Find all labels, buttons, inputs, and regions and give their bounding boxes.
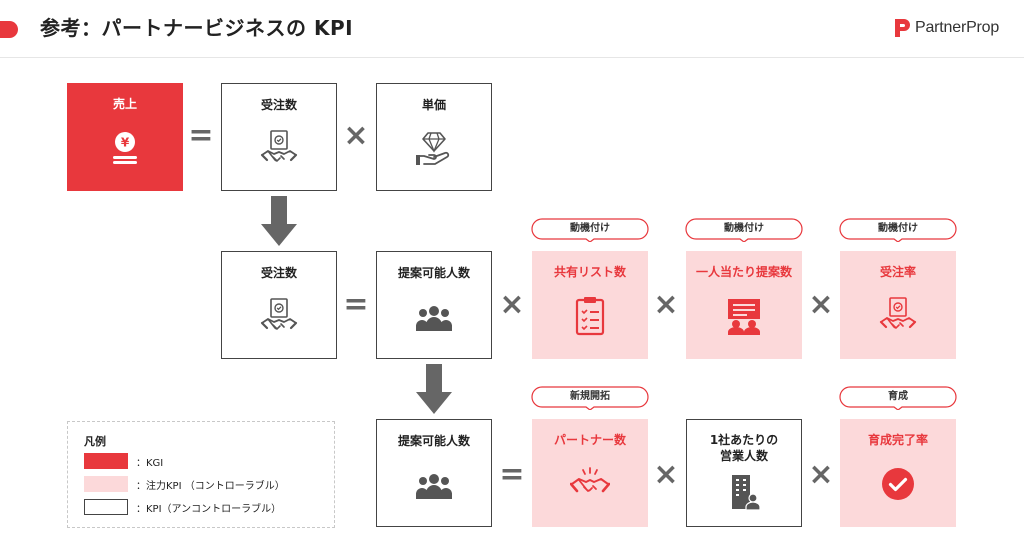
- training-completion-box: 育成完了率: [840, 419, 956, 527]
- order-rate-box: 受注率: [840, 251, 956, 359]
- diamond-hand-icon: [416, 132, 450, 165]
- presentation-icon: [728, 299, 760, 335]
- multiply-operator: ×: [808, 457, 834, 492]
- people-group-icon: [416, 474, 452, 499]
- tag-text: 動機付け: [724, 223, 764, 234]
- multiply-operator: ×: [808, 287, 834, 322]
- down-arrow-1: [261, 196, 297, 246]
- building-person-icon: [732, 475, 761, 511]
- revenue-box: 売上 ¥: [67, 83, 183, 191]
- orders-box: 受注数: [221, 83, 337, 191]
- legend-item-kpi: ：KPI（アンコントローラブル）: [84, 498, 281, 516]
- order-rate-label: 受注率: [879, 265, 916, 279]
- handshake-document-icon: [260, 130, 298, 162]
- partners-label: パートナー数: [553, 433, 626, 447]
- header-accent-tab: [0, 21, 18, 38]
- handshake-document-icon: [879, 297, 917, 329]
- legend-swatch-kpi: [84, 499, 128, 515]
- equals-operator: =: [499, 457, 525, 492]
- sales-per-company-box: 1社あたりの 営業人数: [686, 419, 802, 527]
- legend: 凡例 ：KGI ：注力KPI （コントローラブル） ：KPI（アンコントローラブ…: [67, 421, 335, 528]
- tag-bubble-motivation: 動機付け: [531, 218, 649, 242]
- proposable-box: 提案可能人数: [376, 251, 492, 359]
- multiply-operator: ×: [653, 287, 679, 322]
- sales-per-company-label: 1社あたりの 営業人数: [709, 433, 779, 463]
- orders-box-row2: 受注数: [221, 251, 337, 359]
- tag-text: 動機付け: [570, 223, 610, 234]
- yen-coins-icon: ¥: [113, 132, 137, 164]
- header-bar: 参考：パートナービジネスの KPI PartnerProp: [0, 0, 1024, 58]
- tag-bubble-new-partners: 新規開拓: [531, 386, 649, 410]
- tag-text: 新規開拓: [570, 391, 610, 402]
- legend-text: ：KGI: [136, 457, 164, 469]
- legend-swatch-kgi: [84, 453, 128, 469]
- proposable-box-row3: 提案可能人数: [376, 419, 492, 527]
- orders-label: 受注数: [260, 98, 297, 112]
- shared-list-box: 共有リスト数: [532, 251, 648, 359]
- revenue-label: 売上: [112, 97, 137, 111]
- legend-title: 凡例: [84, 435, 106, 448]
- legend-item-focus-kpi: ：注力KPI （コントローラブル）: [84, 475, 285, 493]
- checklist-clipboard-icon: [575, 297, 605, 336]
- partnerprop-logo: PartnerProp: [893, 16, 999, 40]
- legend-text: ：KPI（アンコントローラブル）: [136, 503, 282, 515]
- shared-list-label: 共有リスト数: [553, 265, 626, 279]
- training-completion-label: 育成完了率: [867, 433, 928, 447]
- tag-bubble-motivation: 動機付け: [839, 218, 957, 242]
- orders-label-row2: 受注数: [260, 266, 297, 280]
- per-person-proposals-label: 一人当たり提案数: [695, 265, 792, 279]
- multiply-operator: ×: [343, 118, 369, 153]
- page-title: 参考：パートナービジネスの KPI: [40, 16, 354, 40]
- down-arrow-2: [416, 364, 452, 414]
- partnerprop-logo-icon: [895, 19, 910, 37]
- people-group-icon: [416, 306, 452, 331]
- equals-operator: =: [343, 287, 369, 322]
- tag-bubble-motivation: 動機付け: [685, 218, 803, 242]
- legend-swatch-focus-kpi: [84, 476, 128, 492]
- unit-price-box: 単価: [376, 83, 492, 191]
- check-circle-icon: [882, 468, 914, 500]
- tag-text: 動機付け: [878, 223, 918, 234]
- equals-operator: =: [188, 118, 214, 153]
- proposable-label-row3: 提案可能人数: [397, 434, 470, 448]
- multiply-operator: ×: [653, 457, 679, 492]
- unit-price-label: 単価: [421, 98, 446, 112]
- legend-text: ：注力KPI （コントローラブル）: [136, 480, 285, 492]
- legend-item-kgi: ：KGI: [84, 452, 163, 470]
- multiply-operator: ×: [499, 287, 525, 322]
- handshake-document-icon: [260, 298, 298, 330]
- logo-text: PartnerProp: [915, 19, 1000, 36]
- partners-box: パートナー数: [532, 419, 648, 527]
- proposable-label: 提案可能人数: [397, 266, 470, 280]
- per-person-proposals-box: 一人当たり提案数: [686, 251, 802, 359]
- handshake-icon: [570, 467, 610, 493]
- svg-text:¥: ¥: [121, 136, 130, 150]
- tag-text: 育成: [888, 391, 908, 402]
- tag-bubble-training: 育成: [839, 386, 957, 410]
